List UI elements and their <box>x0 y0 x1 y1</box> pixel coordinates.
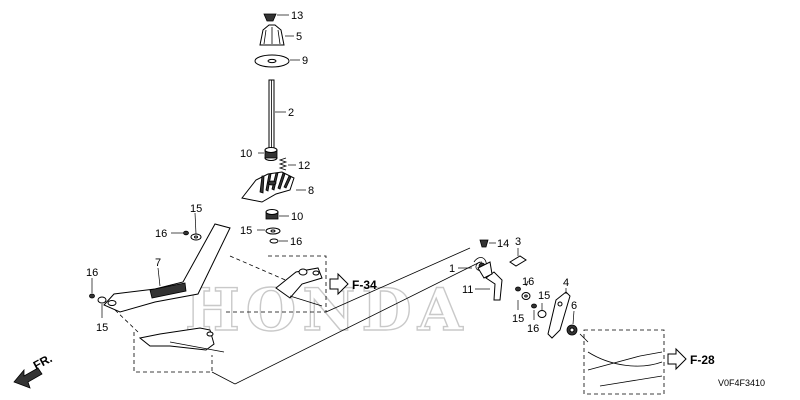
callout-16-right-b: 16 <box>527 323 539 335</box>
part-11-bracket <box>477 261 503 301</box>
callout-13: 13 <box>291 10 303 22</box>
part-4-plate <box>547 291 571 339</box>
callout-6: 6 <box>571 300 577 312</box>
callout-10-lower: 10 <box>291 211 303 223</box>
part-16-clip-top <box>183 230 189 236</box>
part-6-bushing <box>566 324 578 336</box>
part-5-knob <box>259 24 285 46</box>
reference-f28: F-28 <box>690 353 715 367</box>
callout-3: 3 <box>515 236 521 248</box>
part-15-washer-center <box>265 227 281 235</box>
part-2-shaft <box>268 79 275 149</box>
callout-14: 14 <box>497 238 509 250</box>
callout-16-center: 16 <box>290 236 302 248</box>
part-10-bushing-lower <box>265 209 279 220</box>
callout-16-top: 16 <box>155 228 167 240</box>
part-3-pin <box>509 255 527 267</box>
linkage-bracket <box>275 267 323 307</box>
callout-15-right-b: 15 <box>538 290 550 302</box>
callout-9: 9 <box>302 55 308 67</box>
callout-15-left: 15 <box>96 322 108 334</box>
part-7-lever <box>103 223 231 313</box>
callout-16-left: 16 <box>86 267 98 279</box>
callout-1: 1 <box>449 263 455 275</box>
callout-15-top: 15 <box>190 203 202 215</box>
part-13-cap <box>263 13 277 22</box>
part-16-clip-left <box>89 293 95 299</box>
part-8-gear-sector <box>241 171 295 203</box>
arrow-f28 <box>667 347 687 371</box>
callout-5: 5 <box>296 31 302 43</box>
part-16-clip-right-b <box>531 303 537 309</box>
part-14-bolt <box>479 239 489 248</box>
callout-15-center: 15 <box>240 225 252 237</box>
part-15-washer-right-b <box>537 310 547 318</box>
lower-linkage <box>138 327 225 353</box>
callout-4: 4 <box>563 277 569 289</box>
callout-16-right-a: 16 <box>522 276 534 288</box>
callout-2: 2 <box>288 107 294 119</box>
callout-15-right-a: 15 <box>512 313 524 325</box>
reference-box-f28 <box>579 329 665 395</box>
callout-12: 12 <box>298 160 310 172</box>
callout-7: 7 <box>155 257 161 269</box>
diagram-code: V0F4F3410 <box>718 378 765 388</box>
reference-f34: F-34 <box>352 278 377 292</box>
callout-8: 8 <box>308 185 314 197</box>
callout-11: 11 <box>462 284 473 296</box>
front-direction-arrow <box>13 367 43 389</box>
direction-label: FR. <box>31 351 55 372</box>
arrow-f34 <box>329 272 349 296</box>
part-16-clip-right-a <box>515 286 521 292</box>
callout-10-upper: 10 <box>240 148 252 160</box>
part-16-clip-center <box>269 238 279 244</box>
part-15-washer-right-a <box>521 292 531 300</box>
reference-box-f34 <box>133 255 327 373</box>
part-12-spring <box>278 157 288 171</box>
part-15-washer-left <box>97 296 107 304</box>
honda-watermark: HONDA <box>185 276 469 344</box>
part-9-washer <box>254 54 290 68</box>
part-15-washer-top <box>190 233 202 241</box>
part-10-bushing-upper <box>264 147 278 161</box>
